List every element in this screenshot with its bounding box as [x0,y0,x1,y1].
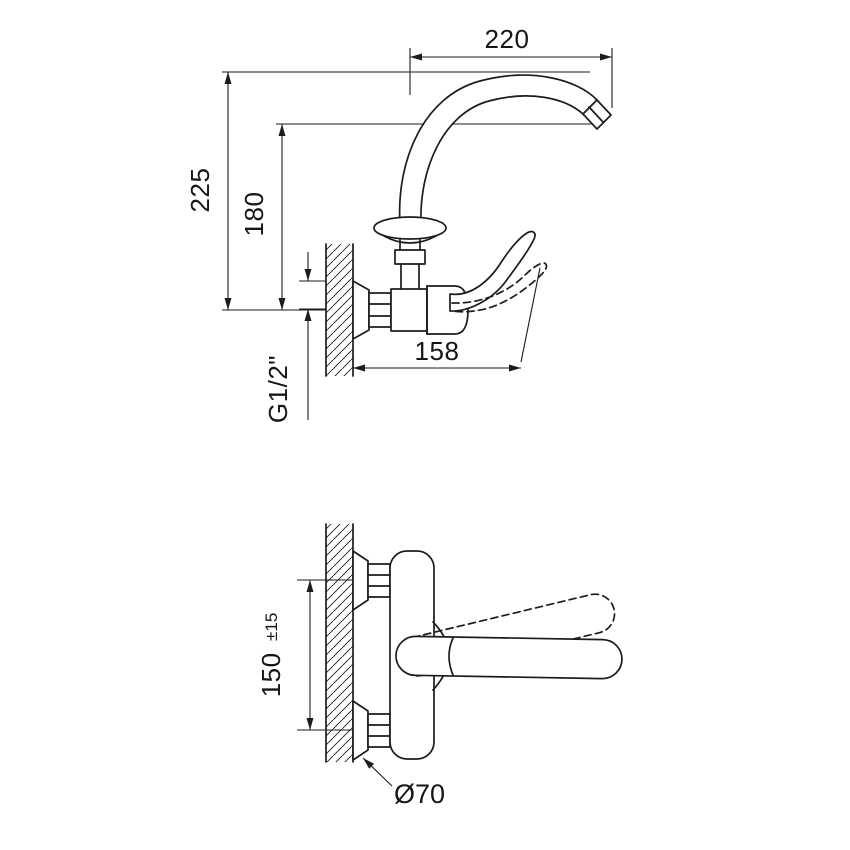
dia70-label: Ø70 [394,779,445,809]
dim-180-label: 180 [239,192,269,237]
dim-180 [222,123,592,311]
spout-aerator-facet [588,106,604,123]
dim-225 [222,71,590,310]
handle-neck-seam [448,637,454,676]
dim-220-label: 220 [485,24,530,54]
upper-flange-plan [352,550,369,611]
wall-section-side [325,243,354,377]
lower-flange-plan [352,700,369,761]
dim-220-arrow-right [600,53,612,61]
dim-225-label: 225 [185,168,215,213]
dia70-arrow [363,758,375,769]
spout-rosette-ring [373,216,447,240]
dim-158 [353,267,541,372]
dim-225-arrow-top [224,72,232,84]
dim-158-label: 158 [415,336,460,366]
dim-158-arrow-right [509,364,521,372]
wall-hatch-plan [326,524,353,762]
dim-150-arrow-top [306,580,314,592]
dim-dia70 [362,757,393,787]
wall-section-plan [325,523,354,763]
dim-150-value: 150 [256,652,286,697]
riser-collar [394,249,426,265]
handle-side-dashed [451,262,548,313]
top-view: 220 225 180 158 G1/2" [185,24,613,423]
faucet-plan-view [352,550,623,761]
bottom-view: 150 ±15 Ø70 [256,523,623,809]
dim-180-arrow-top [278,124,286,136]
thread-size-label: G1/2" [263,355,293,423]
spout-rosette-lip [383,235,437,244]
thread-arrow-up [304,309,312,321]
dim-thread-g12 [299,252,326,420]
dim-180-arrow-bottom [278,298,286,310]
dim-150 [297,579,353,731]
dim-158-ext-right [520,267,541,363]
dim-220 [409,48,613,108]
mixer-body-rear [390,288,428,332]
lower-nut-plan [367,713,391,748]
wall-hatch-side [326,244,353,376]
dim-158-arrow-left [353,364,365,372]
dim-225-arrow-bottom [224,298,232,310]
upper-nut-plan [367,563,391,598]
faucet-side-view [352,74,612,340]
handle-side-solid [449,230,536,312]
spout-outline [398,74,598,225]
handle-plan-solid [395,635,623,680]
dim-220-arrow-left [410,53,422,61]
dim-150-arrow-bottom [306,718,314,730]
thread-arrow-down [304,269,312,281]
inlet-nut-side [368,292,392,328]
dim-150-tolerance: ±15 [262,613,281,641]
dim-150-label: 150 ±15 [256,613,286,698]
inlet-flange-side [352,280,370,340]
